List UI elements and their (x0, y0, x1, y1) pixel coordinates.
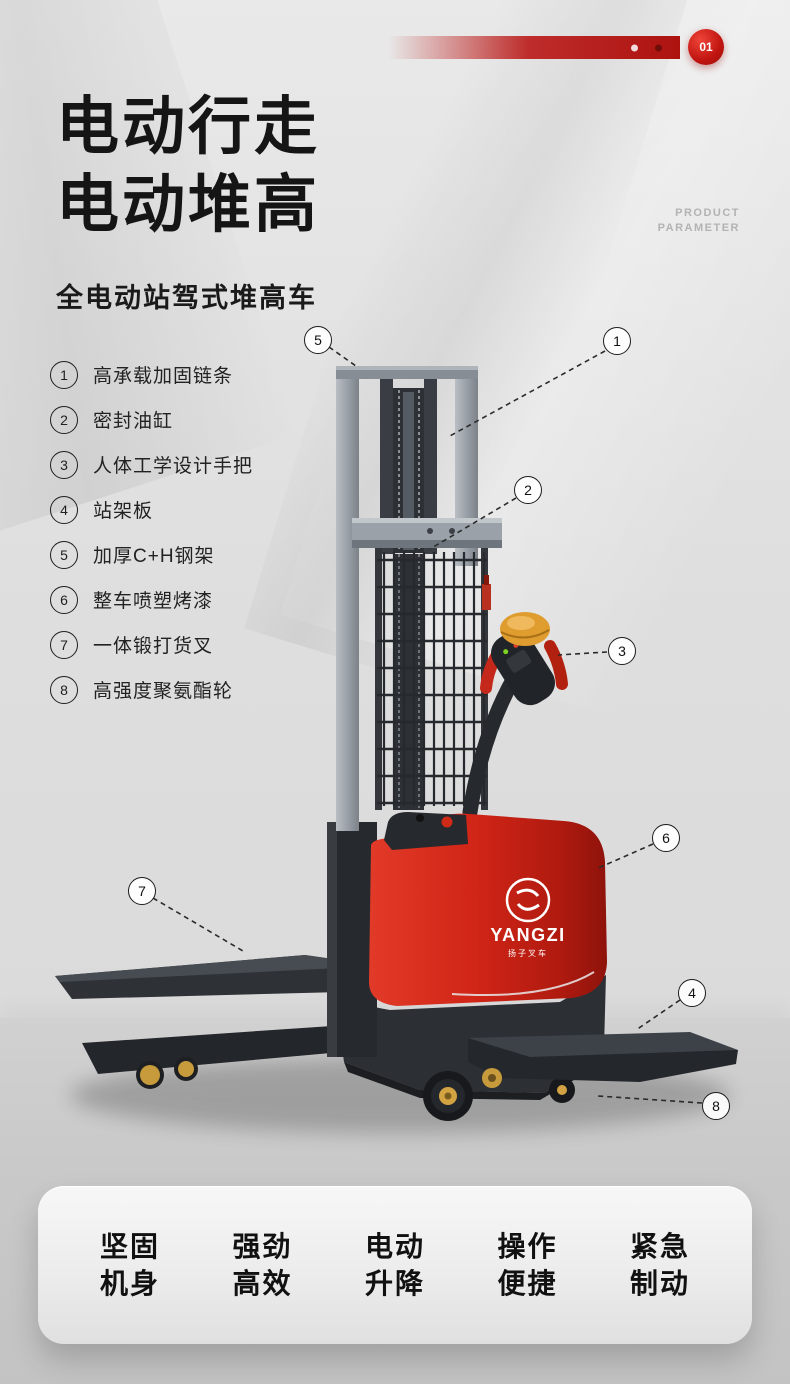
tiller-arm (462, 670, 522, 820)
page-subtitle: 全电动站驾式堆高车 (56, 283, 317, 313)
roller-wheel (178, 1061, 194, 1077)
drive-wheel (423, 1071, 473, 1121)
bottom-feature-5: 紧急 制动 (629, 1231, 690, 1299)
brand-logo-text: YANGZI (490, 925, 565, 945)
brand-logo-subtext: 扬子叉车 (508, 948, 548, 958)
battery-cover (384, 812, 468, 850)
support-leg (82, 1026, 342, 1089)
tiller-head (480, 612, 568, 706)
feature-item-3: 3 人体工学设计手把 (50, 442, 253, 487)
feature-number-3: 3 (50, 450, 78, 479)
page-number-badge: 01 (688, 29, 724, 65)
feature-label-1: 高承载加固链条 (93, 366, 234, 387)
feature-number-8: 8 (50, 675, 78, 704)
callout-6: 6 (652, 824, 680, 852)
page-title: 电动行走 电动堆高 (56, 88, 320, 244)
hydraulic-fitting (482, 584, 491, 610)
feature-label-7: 一体锻打货叉 (93, 636, 214, 657)
callout-2: 2 (514, 476, 542, 504)
page-title-line1: 电动行走 (56, 92, 320, 162)
mast-base (327, 822, 377, 1057)
feature-label-6: 整车喷塑烤漆 (93, 591, 214, 612)
page-title-line2: 电动堆高 (56, 170, 320, 240)
callout-5: 5 (304, 326, 332, 354)
feature-item-6: 6 整车喷塑烤漆 (50, 577, 253, 622)
body-shell (369, 813, 607, 1006)
emergency-button (441, 816, 453, 828)
feature-label-5: 加厚C+H钢架 (93, 546, 215, 567)
bottom-feature-4: 操作 便捷 (497, 1231, 558, 1299)
strip-dot-dark (655, 44, 662, 51)
feature-label-2: 密封油缸 (93, 411, 174, 432)
feature-label-3: 人体工学设计手把 (93, 456, 254, 477)
feature-number-4: 4 (50, 495, 78, 524)
feature-number-7: 7 (50, 630, 78, 659)
strip-dot-light (631, 44, 638, 51)
watermark-line2: PARAMETER (657, 222, 740, 234)
feature-label-8: 高强度聚氨酯轮 (93, 681, 234, 702)
feature-label-4: 站架板 (93, 501, 154, 522)
feature-item-2: 2 密封油缸 (50, 397, 253, 442)
bottom-feature-1: 坚固 机身 (100, 1231, 161, 1299)
bottom-feature-panel: 坚固 机身 强劲 高效 电动 升降 操作 便捷 紧急 制动 (38, 1186, 752, 1344)
callout-7: 7 (128, 877, 156, 905)
feature-item-7: 7 一体锻打货叉 (50, 622, 253, 667)
feature-item-8: 8 高强度聚氨酯轮 (50, 667, 253, 712)
caster-wheel (549, 1077, 575, 1103)
feature-item-1: 1 高承载加固链条 (50, 352, 253, 397)
feature-number-1: 1 (50, 360, 78, 389)
feature-item-4: 4 站架板 (50, 487, 253, 532)
feature-number-5: 5 (50, 540, 78, 569)
callout-8: 8 (702, 1092, 730, 1120)
bottom-feature-3: 电动 升降 (364, 1231, 425, 1299)
callout-1: 1 (603, 327, 631, 355)
feature-number-2: 2 (50, 405, 78, 434)
mast (336, 366, 502, 831)
watermark-text: PRODUCT PARAMETER (658, 206, 740, 236)
callout-3: 3 (608, 637, 636, 665)
callout-4: 4 (678, 979, 706, 1007)
top-accent-strip (388, 36, 680, 59)
watermark-line1: PRODUCT (675, 207, 740, 219)
callout-leader-lines (152, 346, 703, 1104)
brand-logo: YANGZI 扬子叉车 (490, 877, 565, 958)
feature-list: 1 高承载加固链条 2 密封油缸 3 人体工学设计手把 4 站架板 5 加厚C+… (50, 352, 253, 712)
feature-number-6: 6 (50, 585, 78, 614)
fork-right (468, 1032, 738, 1088)
roller-wheel (140, 1065, 160, 1085)
feature-item-5: 5 加厚C+H钢架 (50, 532, 253, 577)
fork-left (55, 955, 342, 999)
bottom-feature-2: 强劲 高效 (232, 1231, 293, 1299)
handle-grip-right (544, 640, 568, 690)
